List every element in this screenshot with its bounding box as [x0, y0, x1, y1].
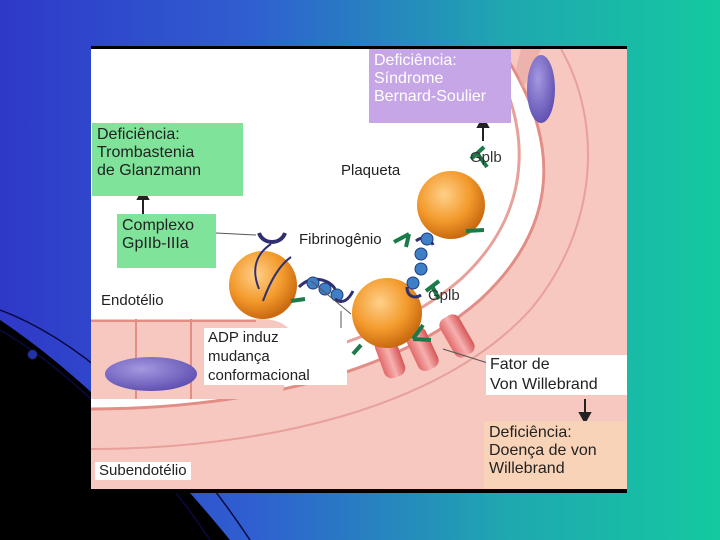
sindrome-line-2: Síndrome [374, 70, 444, 87]
fator-line-1: Fator de [490, 356, 550, 373]
gplb-mid-label: Gplb [428, 287, 460, 304]
endotelio-label: Endotélio [97, 292, 168, 310]
gpiib-receptor-top [257, 232, 287, 244]
platelet-middle [352, 278, 422, 348]
fator-vw-label: Fator de Von Willebrand [486, 355, 627, 395]
top-cell-nucleus [527, 55, 555, 123]
diagram-panel: Deficiência: Síndrome Bernard-Soulier De… [91, 46, 627, 493]
complexo-box: Complexo GpIIb-IIIa [117, 214, 216, 268]
glanzmann-box: Deficiência: Trombastenia de Glanzmann [92, 123, 243, 196]
sindrome-line-1: Deficiência: [374, 52, 457, 69]
endothelial-cell-nucleus [105, 357, 197, 391]
trombastenia-line-3: de Glanzmann [97, 162, 202, 179]
bullet-marker [27, 349, 38, 360]
doenca-vw-box: Deficiência: Doença de von Willebrand [484, 421, 627, 489]
gplb-receptors [290, 145, 489, 356]
complexo-line-2: GpIIb-IIIa [122, 235, 189, 252]
fibrinogenio-label: Fibrinogênio [295, 231, 386, 249]
fibrinogen-chains [297, 232, 435, 303]
doenca-line-1: Deficiência: [489, 424, 572, 441]
sindrome-line-3: Bernard-Soulier [374, 88, 487, 105]
plaqueta-label: Plaqueta [341, 162, 401, 179]
doenca-line-2: Doença de von [489, 442, 597, 459]
adp-label: ADP induz mudança conformacional [204, 328, 347, 385]
pointer-lines [215, 232, 492, 365]
platelet-top [417, 171, 485, 239]
complexo-line-1: Complexo [122, 217, 195, 234]
adp-line-2: mudança [208, 348, 270, 365]
platelet-left [229, 243, 297, 319]
adp-line-1: ADP induz [208, 329, 279, 346]
trombastenia-line-1: Deficiência: [97, 126, 180, 143]
gplb-top-label: Gplb [470, 149, 502, 166]
bernard-soulier-box: Deficiência: Síndrome Bernard-Soulier [369, 49, 511, 123]
subendotelio-label: Subendotélio [95, 462, 191, 480]
doenca-line-3: Willebrand [489, 460, 565, 477]
trombastenia-line-2: Trombastenia [97, 144, 195, 161]
adp-line-3: conformacional [208, 367, 310, 384]
fator-line-2: Von Willebrand [490, 376, 598, 393]
